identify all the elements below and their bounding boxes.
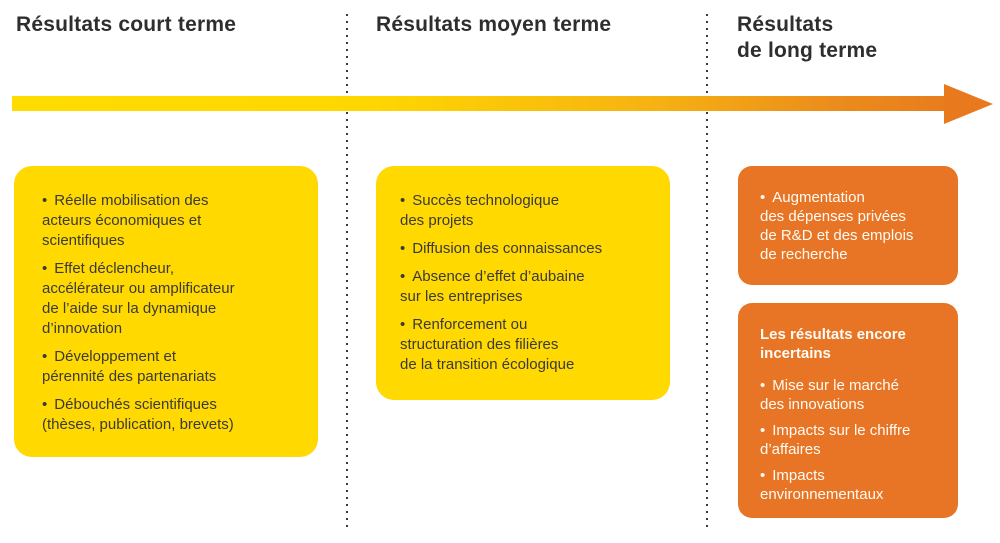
- timeline-arrow-shaft: [12, 96, 948, 111]
- bullet-icon: •: [42, 396, 48, 413]
- bullet-text: Mise sur le marché des innovations: [760, 377, 899, 413]
- bullet-text: Réelle mobilisation des acteurs économiq…: [42, 192, 209, 249]
- list-item: •Effet déclencheur, accélérateur ou ampl…: [42, 259, 296, 339]
- list-item: •Succès technologique des projets: [400, 191, 652, 231]
- bullet-text: Absence d’effet d’aubaine sur les entrep…: [400, 268, 585, 305]
- dotted-separator-2: [706, 14, 708, 530]
- bullet-text: Diffusion des connaissances: [412, 240, 603, 257]
- list-item: •Mise sur le marché des innovations: [760, 376, 942, 414]
- bullet-icon: •: [400, 268, 406, 285]
- column-heading-short-term: Résultats court terme: [16, 13, 237, 36]
- short-term-results-box: •Réelle mobilisation des acteurs économi…: [14, 166, 318, 457]
- bullet-icon: •: [42, 192, 48, 209]
- bullet-icon: •: [400, 316, 406, 333]
- dotted-separator-1: [346, 14, 348, 530]
- long-term-results-box: •Augmentation des dépenses privées de R&…: [738, 166, 958, 285]
- list-item: •Augmentation des dépenses privées de R&…: [760, 188, 942, 264]
- column-heading-medium-term: Résultats moyen terme: [376, 13, 612, 36]
- bullet-icon: •: [760, 422, 766, 439]
- bullet-text: Impacts sur le chiffre d’affaires: [760, 422, 911, 458]
- bullet-text: Succès technologique des projets: [400, 192, 560, 229]
- bullet-text: Effet déclencheur, accélérateur ou ampli…: [42, 260, 235, 337]
- bullet-icon: •: [400, 192, 406, 209]
- bullet-text: Augmentation des dépenses privées de R&D…: [760, 189, 914, 263]
- list-item: • Diffusion des connaissances: [400, 239, 652, 259]
- list-item: •Absence d’effet d’aubaine sur les entre…: [400, 267, 652, 307]
- list-item: •Débouchés scientifiques (thèses, public…: [42, 395, 296, 435]
- bullet-icon: •: [400, 240, 406, 257]
- medium-term-results-box: •Succès technologique des projets •Diffu…: [376, 166, 670, 400]
- list-item: •Impacts environnementaux: [760, 466, 942, 504]
- bullet-text: Développement et pérennité des partenari…: [42, 348, 217, 385]
- list-item: •Réelle mobilisation des acteurs économi…: [42, 191, 296, 251]
- bullet-text: Débouchés scientifiques (thèses, publica…: [42, 396, 234, 433]
- bullet-icon: •: [760, 377, 766, 394]
- list-item: •Impacts sur le chiffre d’affaires: [760, 421, 942, 459]
- box-title: Les résultats encore incertains: [760, 326, 906, 362]
- list-item: •Renforcement ou structuration des filiè…: [400, 315, 652, 375]
- bullet-icon: •: [760, 467, 766, 484]
- bullet-text: Renforcement ou structuration des filièr…: [400, 316, 575, 373]
- bullet-icon: •: [42, 260, 48, 277]
- bullet-text: Impacts environnementaux: [760, 467, 884, 503]
- column-heading-long-term: Résultats de long terme: [737, 13, 878, 62]
- timeline-arrow-head-icon: [944, 84, 993, 124]
- bullet-icon: •: [760, 189, 766, 206]
- bullet-icon: •: [42, 348, 48, 365]
- list-item: •Développement et pérennité des partenar…: [42, 347, 296, 387]
- uncertain-results-box: Les résultats encore incertains •Mise su…: [738, 303, 958, 518]
